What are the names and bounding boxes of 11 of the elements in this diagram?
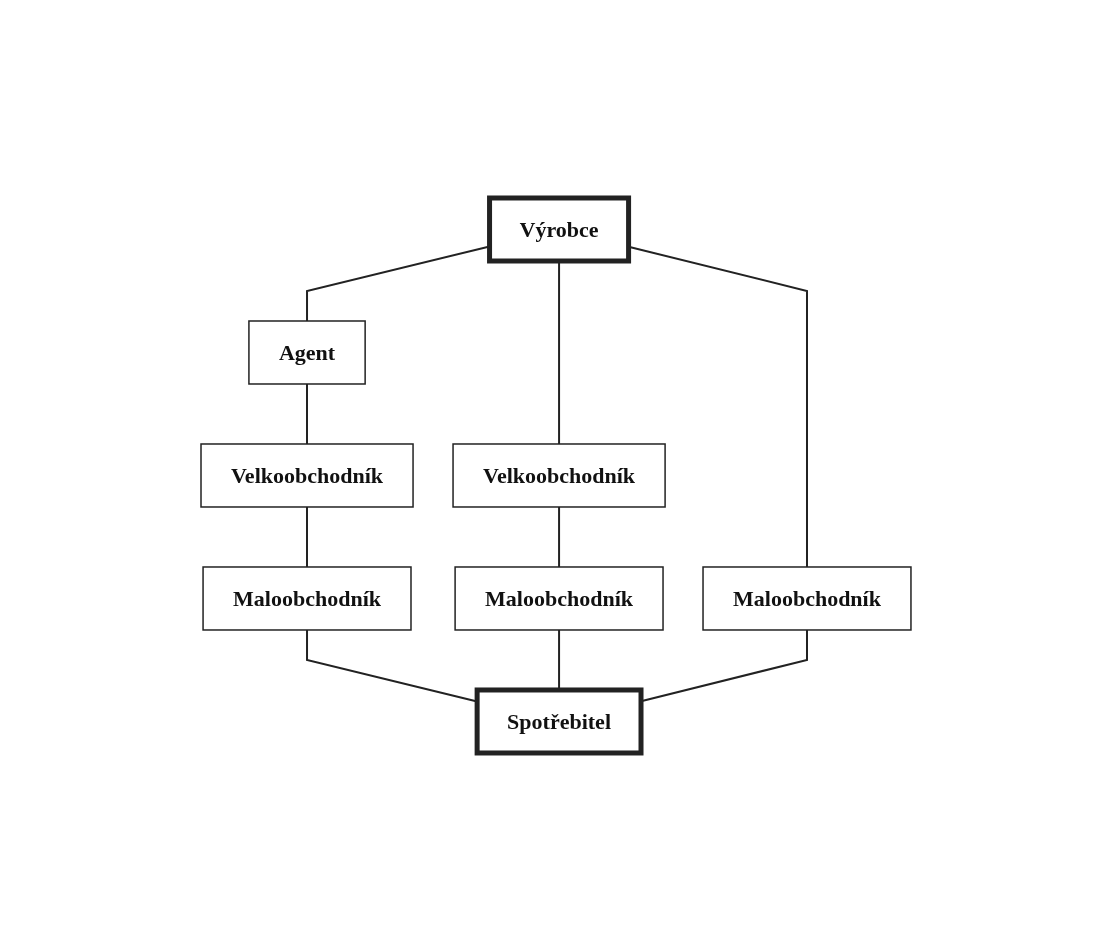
- node-box: Velkoobchodník: [451, 442, 666, 508]
- connector: [305, 382, 308, 445]
- node-box: Maloobchodník: [201, 565, 412, 631]
- connector: [305, 505, 308, 568]
- connector: [557, 505, 560, 568]
- node-box: Výrobce: [486, 195, 631, 263]
- node-box: Velkoobchodník: [199, 442, 414, 508]
- node-box: Agent: [247, 319, 366, 385]
- node-box: Maloobchodník: [453, 565, 664, 631]
- node-box: Maloobchodník: [701, 565, 912, 631]
- node-box: Spotřebitel: [474, 687, 644, 755]
